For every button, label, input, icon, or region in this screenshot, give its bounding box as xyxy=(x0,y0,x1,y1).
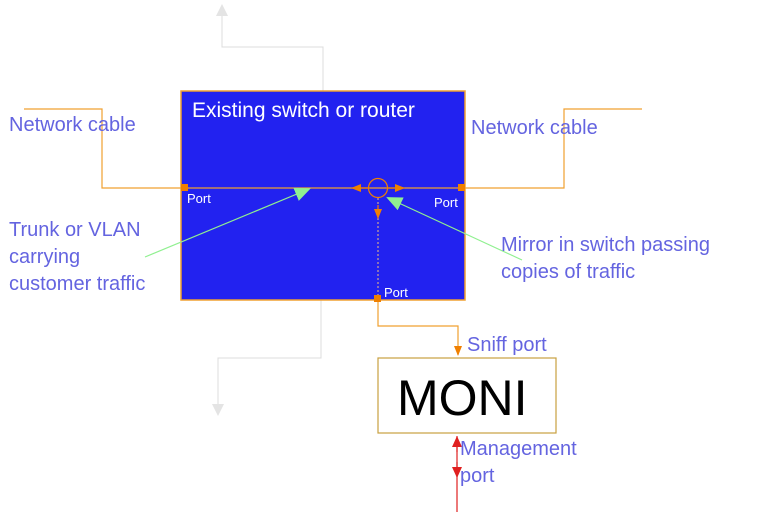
sniff-port-label: Sniff port xyxy=(467,334,547,356)
mirror-circle xyxy=(367,177,389,199)
switch-box xyxy=(180,90,466,301)
moni-box xyxy=(377,357,557,434)
port-left-marker xyxy=(181,184,188,191)
network-cable-left-label: Network cable xyxy=(9,114,136,136)
network-cable-left-line xyxy=(24,108,181,189)
mirror-pointer-arrow xyxy=(386,197,523,261)
port-bottom-label: Port xyxy=(384,285,408,300)
trunk-label: Trunk or VLAN carrying customer traffic xyxy=(9,219,146,295)
trunk-pointer-arrow xyxy=(144,187,311,258)
moni-label: MONI xyxy=(397,370,528,426)
faint-connector-top xyxy=(216,4,324,92)
switch-title: Existing switch or router xyxy=(192,99,415,122)
management-port-label: Management port xyxy=(460,438,582,487)
mirror-label: Mirror in switch passing copies of traff… xyxy=(501,234,716,283)
network-cable-right-line xyxy=(465,108,642,189)
port-right-label: Port xyxy=(434,195,458,210)
network-cable-right-label: Network cable xyxy=(471,117,598,139)
port-bottom-marker xyxy=(374,295,381,302)
port-left-label: Port xyxy=(187,191,211,206)
sniff-port-line xyxy=(377,302,462,356)
port-right-marker xyxy=(458,184,465,191)
faint-connector-bottom xyxy=(212,300,322,416)
